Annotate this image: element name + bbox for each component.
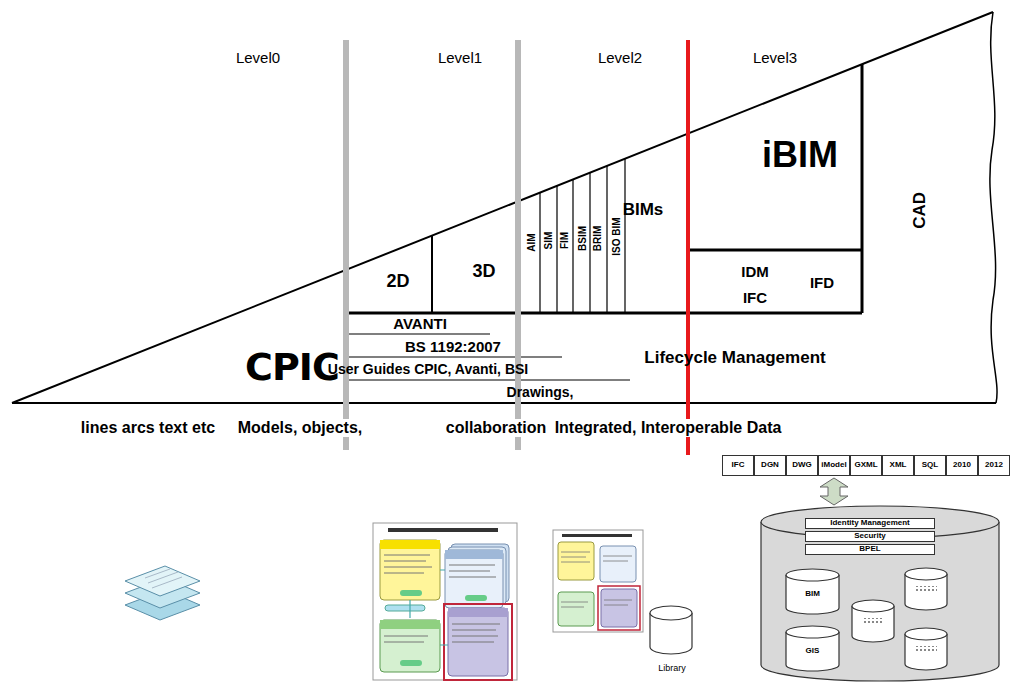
- format-cell-text: GXML: [854, 461, 877, 470]
- region-label: 3D: [472, 262, 495, 282]
- bims-dividers: [540, 159, 625, 313]
- format-cell: SQL: [914, 455, 946, 476]
- format-cell-text: IFC: [732, 461, 745, 470]
- bims-type: BRIM: [593, 225, 604, 251]
- level-separator: [346, 40, 518, 450]
- level-label: Level3: [753, 50, 797, 67]
- format-cell-text: XML: [890, 461, 907, 470]
- bar-border: [806, 519, 935, 529]
- service-bar-text: BPEL: [859, 545, 880, 554]
- axis-label: Models, objects,: [236, 419, 364, 437]
- format-cell: 2012: [978, 455, 1010, 476]
- standards-region-text: IFD: [810, 275, 834, 292]
- standards-region: IDM IFC IFD: [692, 254, 858, 310]
- divider-line: [431, 236, 433, 313]
- bims-type: SIM: [544, 231, 555, 249]
- divider-line: [346, 312, 862, 315]
- bar-border: [806, 545, 935, 555]
- cell-border: [851, 456, 882, 476]
- database-shape: [761, 522, 999, 681]
- level-label: Level1: [438, 50, 482, 67]
- format-cell-text: 2012: [985, 461, 1003, 470]
- level-label: Level0: [236, 50, 280, 67]
- workflow-thumbnail-small: [553, 530, 643, 632]
- standard-label: User Guides CPIC, Avanti, BSI: [328, 362, 528, 377]
- store-texture: [862, 618, 884, 625]
- workflow-thumbnail: [373, 523, 517, 680]
- paper-stack-icon: [125, 566, 200, 620]
- bar-border: [806, 532, 935, 542]
- standards-region-text: IFC: [743, 290, 767, 307]
- data-store: BIM: [785, 568, 840, 615]
- store-shape-top: [786, 569, 839, 581]
- axis-label: lines arcs text etc: [79, 419, 217, 437]
- standard-label: AVANTI: [393, 316, 447, 333]
- data-store-text: GIS: [806, 647, 820, 656]
- double-arrow: [820, 478, 848, 505]
- cad-label: CPIC: [245, 347, 339, 389]
- axis-label: collaboration: [444, 419, 548, 437]
- region-label: 2D: [386, 272, 409, 292]
- bims-type: ISO BIM: [611, 217, 622, 255]
- cell-border: [819, 456, 850, 476]
- cell-border: [915, 456, 946, 476]
- cell-border: [787, 456, 818, 476]
- library-store: Library: [648, 605, 696, 677]
- service-bar: BPEL: [805, 544, 935, 555]
- store-texture: [915, 586, 937, 593]
- format-cell-text: 2010: [953, 461, 971, 470]
- library-store-text: Library: [658, 664, 686, 674]
- cell-border: [947, 456, 978, 476]
- store-shape-top: [905, 568, 947, 580]
- format-cell-text: DWG: [792, 461, 812, 470]
- format-cell: iModel: [818, 455, 850, 476]
- bims-type: FIM: [560, 231, 571, 248]
- format-cell: IFC: [722, 455, 754, 476]
- store-shape-top: [852, 600, 894, 612]
- cell-border: [883, 456, 914, 476]
- data-store-text: BIM: [805, 590, 820, 599]
- bims-type: BSIM: [577, 226, 588, 251]
- format-cell: 2010: [946, 455, 978, 476]
- standard-label: BS 1192:2007: [405, 339, 501, 356]
- format-cell: DGN: [754, 455, 786, 476]
- cell-border: [979, 456, 1010, 476]
- store-shape-top: [905, 628, 947, 640]
- ibim-region: iBIM: [700, 110, 855, 200]
- bims-type: AIM: [526, 233, 537, 251]
- store-shape-top: [786, 626, 839, 638]
- torn-edge: [990, 12, 997, 403]
- divider-line: [861, 64, 864, 313]
- ibim-region-text: iBIM: [762, 135, 838, 175]
- database-cylinder: Identity ManagementSecurityBPEL BIM GIS: [760, 505, 1000, 683]
- level-separator-red: [686, 40, 690, 455]
- service-bar: Security: [805, 531, 935, 542]
- lifecycle-label: CAD: [911, 192, 930, 229]
- axis-label: Integrated, Interoperable Data: [553, 419, 784, 437]
- service-bar-text: Identity Management: [830, 519, 910, 528]
- standard-label: Drawings,: [507, 385, 574, 400]
- standard-label: Lifecycle Management: [644, 349, 825, 368]
- standards-region-text: IDM: [741, 264, 769, 281]
- wedge-base: [12, 402, 996, 404]
- cell-border: [755, 456, 786, 476]
- cell-border: [723, 456, 754, 476]
- service-bar-text: Security: [854, 532, 886, 541]
- wedge-slope: [12, 12, 993, 403]
- format-cell: GXML: [850, 455, 882, 476]
- service-bar: Identity Management: [805, 518, 935, 529]
- format-cell-text: iModel: [821, 461, 846, 470]
- divider-line: [688, 249, 862, 252]
- format-cell-text: SQL: [922, 461, 938, 470]
- format-cell: DWG: [786, 455, 818, 476]
- data-store: GIS: [785, 625, 840, 672]
- store-texture: [915, 646, 937, 653]
- format-cell-text: DGN: [761, 461, 779, 470]
- library-shape-top: [650, 606, 692, 620]
- format-cell: XML: [882, 455, 914, 476]
- level-label: Level2: [598, 50, 642, 67]
- region-label: BIMs: [623, 201, 664, 220]
